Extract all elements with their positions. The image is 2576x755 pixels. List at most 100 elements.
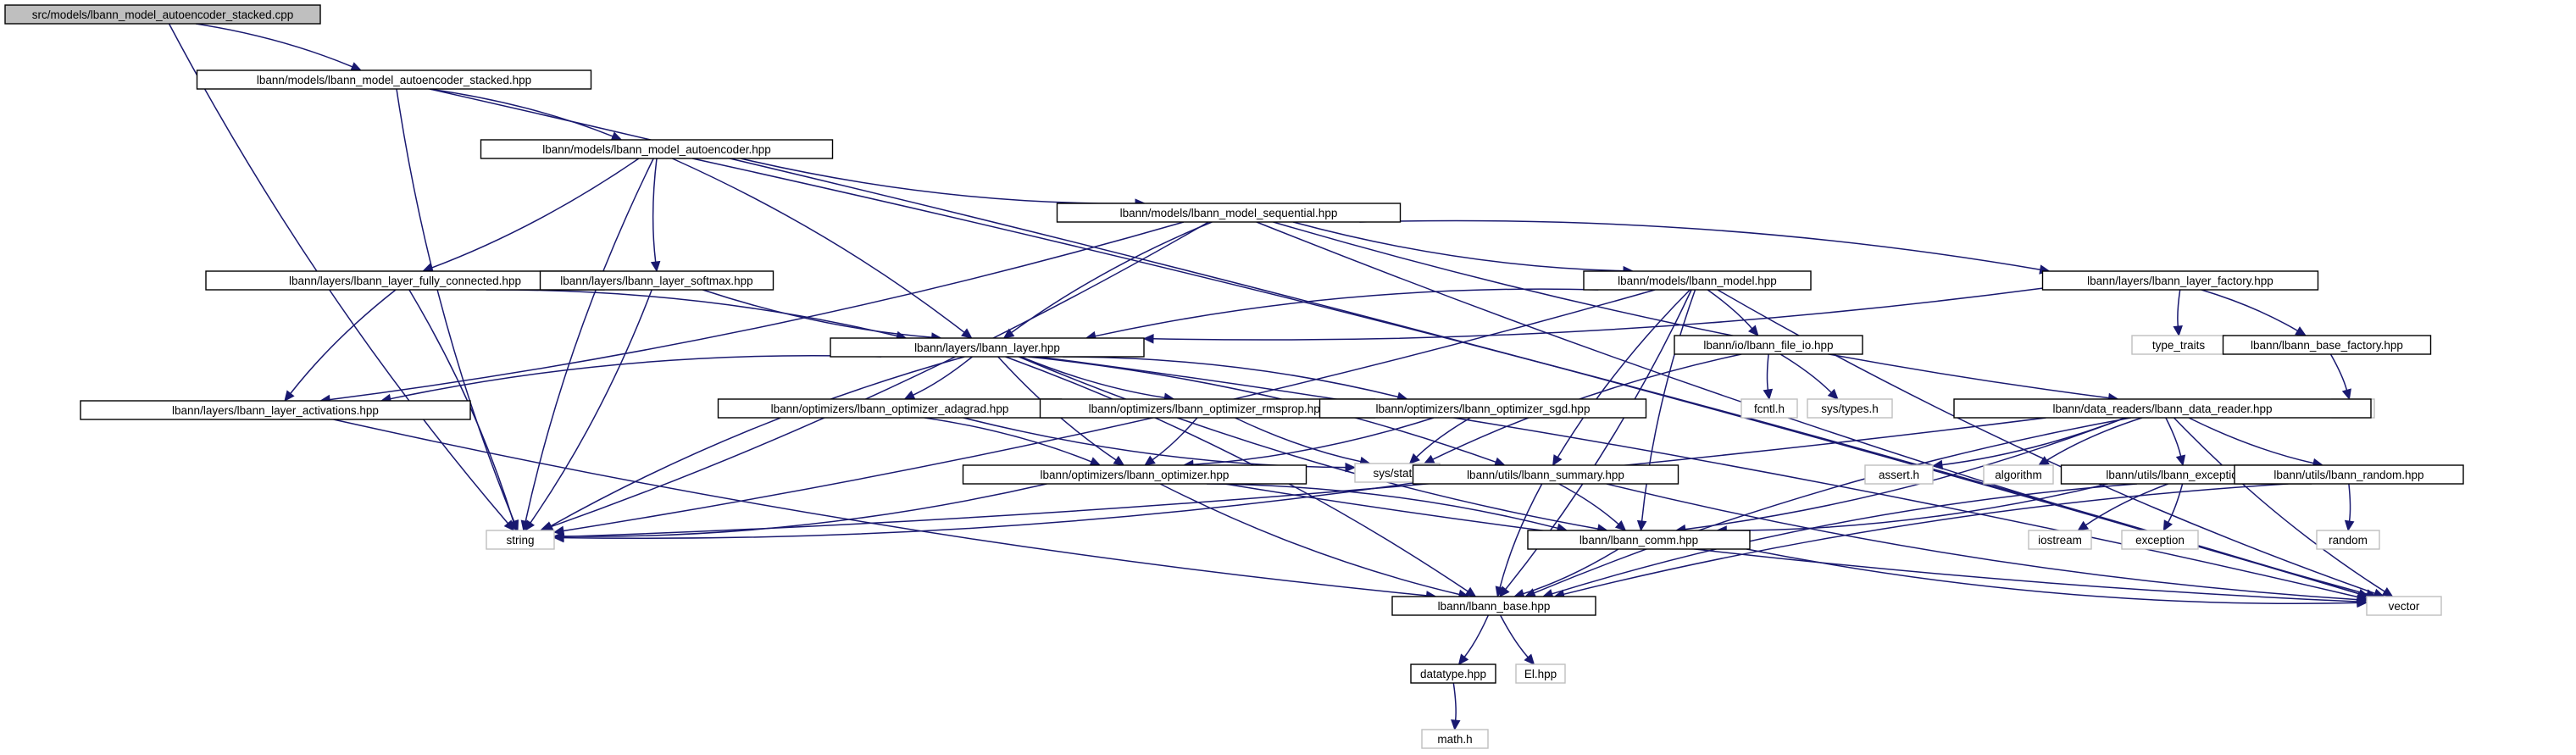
edge-line	[1020, 356, 1165, 399]
node-n26[interactable]: lbann/utils/lbann_random.hpp	[2234, 464, 2464, 485]
node-n13[interactable]: lbann/optimizers/lbann_optimizer_adagrad…	[717, 398, 1063, 419]
edge-n21-n27	[552, 483, 1047, 541]
edge-arrowhead	[2295, 326, 2307, 336]
node-n0[interactable]: src/models/lbann_model_autoencoder_stack…	[4, 4, 321, 25]
edge-arrowhead	[525, 519, 536, 531]
edge-line	[290, 289, 397, 394]
node-label: iostream	[2038, 534, 2082, 547]
node-box	[1674, 335, 1863, 355]
node-box	[1983, 464, 2054, 485]
node-n34[interactable]: datatype.hpp	[1410, 663, 1496, 684]
node-label: assert.h	[1879, 469, 1919, 481]
node-n32[interactable]: lbann/lbann_base.hpp	[1391, 596, 1596, 616]
edge-n13-n20	[963, 417, 1357, 473]
edge-arrowhead	[2173, 325, 2183, 337]
edge-line	[396, 88, 515, 523]
edge-n25-n29	[2077, 483, 2168, 531]
node-n14[interactable]: lbann/optimizers/lbann_optimizer_rmsprop…	[1039, 398, 1376, 419]
node-box	[1410, 663, 1496, 684]
node-box	[830, 337, 1145, 358]
node-n3[interactable]: lbann/models/lbann_model_sequential.hpp	[1056, 203, 1402, 223]
node-box	[2234, 464, 2464, 485]
edge-arrowhead	[1614, 519, 1627, 531]
node-n7[interactable]: lbann/layers/lbann_layer_factory.hpp	[2041, 270, 2319, 291]
node-n9[interactable]: lbann/io/lbann_file_io.hpp	[1674, 335, 1863, 355]
node-label: sys/types.h	[1821, 402, 1879, 415]
node-n36: math.h	[1421, 729, 1489, 749]
edge-line	[2188, 417, 2314, 464]
edge-line	[2085, 483, 2168, 526]
edge-n6-n8	[1085, 288, 1599, 341]
edge-arrowhead	[1408, 452, 1420, 464]
edge-line	[548, 221, 1209, 529]
edge-n2-n27	[520, 158, 654, 532]
node-box	[2041, 270, 2319, 291]
edge-line	[2329, 353, 2348, 391]
edge-arrowhead	[1464, 586, 1477, 597]
node-box	[2366, 596, 2442, 616]
edge-arrowhead	[1002, 328, 1015, 339]
edge-n7-n11	[2201, 289, 2307, 336]
edge-layer	[168, 23, 2394, 731]
node-n1[interactable]: lbann/models/lbann_model_autoencoder_sta…	[196, 69, 592, 90]
node-n2[interactable]: lbann/models/lbann_model_autoencoder.hpp	[480, 139, 834, 159]
node-n22[interactable]: lbann/utils/lbann_summary.hpp	[1412, 464, 1679, 485]
edge-n19-n26	[2188, 417, 2324, 469]
edge-n6-n9	[1707, 289, 1759, 336]
edge-line	[2168, 483, 2184, 523]
edge-line	[1235, 417, 1361, 463]
node-label: lbann/lbann_base.hpp	[1438, 600, 1551, 613]
edge-line	[1152, 417, 1198, 461]
node-n4[interactable]: lbann/layers/lbann_layer_fully_connected…	[205, 270, 605, 291]
edge-arrowhead	[2357, 597, 2368, 608]
node-n28[interactable]: lbann/lbann_comm.hpp	[1527, 530, 1751, 550]
edge-line	[2173, 417, 2385, 592]
node-n11[interactable]: lbann/lbann_base_factory.hpp	[2222, 335, 2432, 355]
edge-arrowhead	[2344, 519, 2355, 532]
edge-line	[1523, 548, 1619, 595]
node-layer: src/models/lbann_model_autoencoder_stack…	[4, 4, 2464, 749]
node-box	[4, 4, 321, 25]
node-n17: sys/types.h	[1807, 398, 1893, 419]
node-n21[interactable]: lbann/optimizers/lbann_optimizer.hpp	[962, 464, 1307, 485]
edge-arrowhead	[2175, 454, 2186, 467]
node-n15[interactable]: lbann/optimizers/lbann_optimizer_sgd.hpp	[1319, 398, 1647, 419]
node-label: lbann/models/lbann_model_autoencoder_sta…	[257, 74, 531, 86]
edge-line	[963, 417, 1346, 469]
edge-line	[1019, 356, 1599, 530]
edge-n6-n22	[1552, 289, 1690, 467]
edge-n8-n12	[380, 354, 882, 404]
node-n16: fcntl.h	[1740, 398, 1798, 419]
node-n12[interactable]: lbann/layers/lbann_layer_activations.hpp	[80, 400, 471, 420]
edge-n28-n32	[1513, 548, 1619, 598]
edge-arrowhead	[961, 328, 973, 339]
node-label: exception	[2135, 534, 2185, 547]
edge-line	[429, 88, 613, 137]
node-n6[interactable]: lbann/models/lbann_model.hpp	[1583, 270, 1812, 291]
node-n5[interactable]: lbann/layers/lbann_layer_softmax.hpp	[539, 270, 774, 291]
edge-arrowhead	[552, 532, 564, 543]
node-box	[1056, 203, 1402, 223]
edge-arrowhead	[1931, 459, 1944, 470]
edge-line	[1707, 289, 1753, 330]
edge-line	[390, 354, 882, 400]
edge-line	[652, 158, 658, 263]
edge-arrowhead	[508, 519, 519, 532]
node-box	[80, 400, 471, 420]
edge-line	[924, 417, 1092, 463]
edge-n8-n32	[1005, 356, 1477, 597]
edge-n25-n30	[2162, 483, 2184, 532]
edge-n1-n33	[429, 88, 2370, 599]
edge-arrowhead	[1636, 519, 1647, 532]
node-label: lbann/optimizers/lbann_optimizer_sgd.hpp	[1376, 402, 1591, 415]
node-label: El.hpp	[1524, 668, 1557, 680]
node-label: lbann/layers/lbann_layer_softmax.hpp	[560, 275, 752, 287]
node-n8[interactable]: lbann/layers/lbann_layer.hpp	[830, 337, 1145, 358]
node-n19[interactable]: lbann/data_readers/lbann_data_reader.hpp	[1953, 398, 2372, 419]
edge-line	[1746, 548, 2358, 604]
edge-n5-n8	[702, 289, 942, 342]
edge-n32-n34	[1457, 614, 1490, 665]
edge-arrowhead	[903, 390, 916, 400]
edge-line	[1779, 353, 1832, 393]
node-label: lbann/optimizers/lbann_optimizer_rmsprop…	[1089, 402, 1327, 415]
